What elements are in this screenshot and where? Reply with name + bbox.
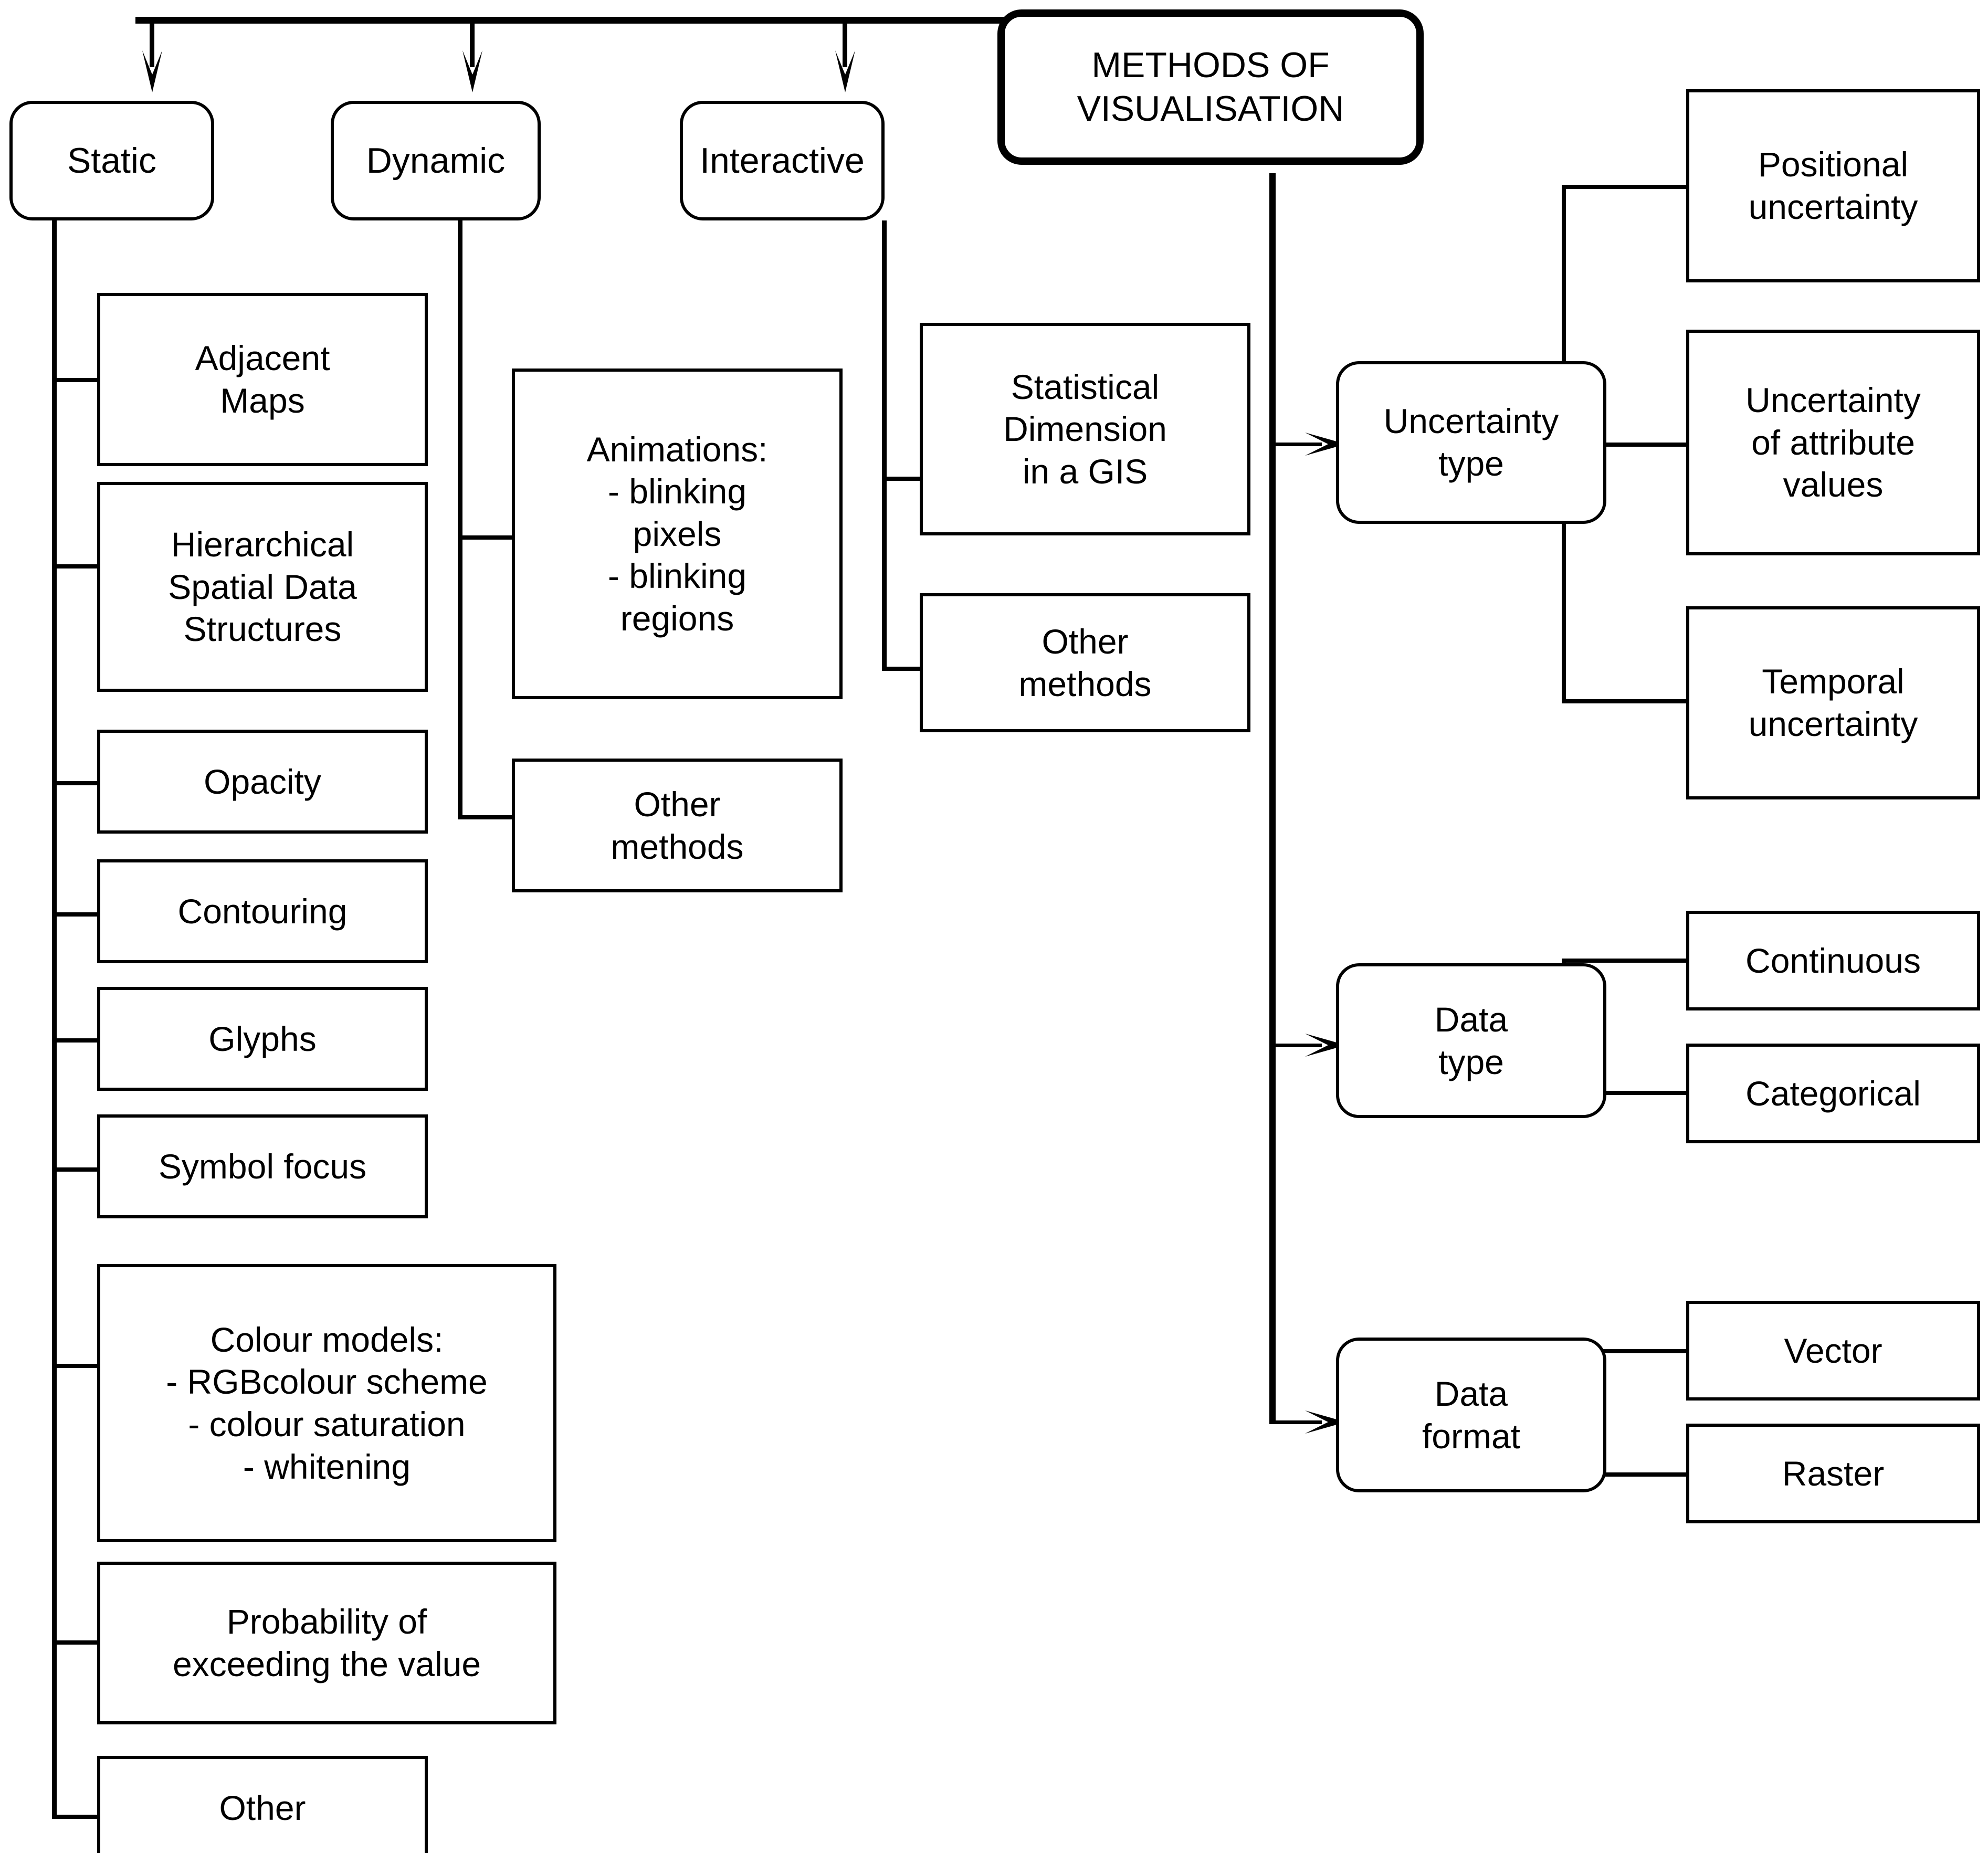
connector-static-stub-2 bbox=[52, 564, 100, 568]
node-uncertainty-type[interactable]: Uncertainty type bbox=[1336, 361, 1606, 524]
connector-static-stub-7 bbox=[52, 1364, 100, 1368]
arrowhead-dynamic bbox=[454, 46, 491, 93]
node-contouring[interactable]: Contouring bbox=[97, 859, 428, 963]
arrowhead-static bbox=[134, 46, 171, 93]
connector-interactive-stub-2 bbox=[882, 667, 933, 671]
node-adjacent-maps[interactable]: Adjacent Maps bbox=[97, 293, 428, 466]
node-interactive[interactable]: Interactive bbox=[680, 101, 885, 220]
node-static[interactable]: Static bbox=[9, 101, 214, 220]
connector-dynamic-spine bbox=[458, 220, 462, 819]
node-colour-models[interactable]: Colour models: - RGBcolour scheme - colo… bbox=[97, 1264, 556, 1542]
node-uncertainty-of-attribute-values[interactable]: Uncertainty of attribute values bbox=[1686, 330, 1980, 555]
connector-static-stub-8 bbox=[52, 1640, 100, 1645]
connector-static-spine bbox=[52, 220, 57, 1819]
node-statistical-dimension-in-a-gis[interactable]: Statistical Dimension in a GIS bbox=[920, 323, 1250, 535]
connector-static-stub-4 bbox=[52, 912, 100, 917]
connector-root-stub-datatype bbox=[1269, 1044, 1322, 1047]
node-vector[interactable]: Vector bbox=[1686, 1301, 1980, 1401]
connector-dataformat-child-2 bbox=[1562, 1472, 1690, 1477]
node-data-format[interactable]: Data format bbox=[1336, 1338, 1606, 1492]
node-opacity[interactable]: Opacity bbox=[97, 730, 428, 834]
connector-datatype-child-2 bbox=[1562, 1091, 1690, 1095]
connector-static-stub-1 bbox=[52, 378, 100, 382]
connector-dataformat-child-1 bbox=[1562, 1349, 1690, 1353]
node-glyphs[interactable]: Glyphs bbox=[97, 987, 428, 1091]
node-interactive-other-methods[interactable]: Other methods bbox=[920, 593, 1250, 732]
node-methods-of-visualisation[interactable]: METHODS OF VISUALISATION bbox=[997, 9, 1424, 165]
connector-drop-static bbox=[150, 20, 154, 67]
connector-datatype-child-1 bbox=[1562, 959, 1690, 963]
connector-static-stub-6 bbox=[52, 1167, 100, 1172]
connector-root-stub-dataformat bbox=[1269, 1420, 1322, 1424]
node-categorical[interactable]: Categorical bbox=[1686, 1044, 1980, 1143]
connector-uncertainty-child-3 bbox=[1562, 699, 1690, 703]
connector-static-stub-9 bbox=[52, 1815, 100, 1819]
connector-top-bar bbox=[135, 17, 1007, 24]
connector-root-spine bbox=[1269, 173, 1276, 1423]
node-continuous[interactable]: Continuous bbox=[1686, 911, 1980, 1010]
arrowhead-interactive bbox=[827, 46, 864, 93]
connector-static-stub-5 bbox=[52, 1038, 100, 1043]
node-dynamic-other-methods[interactable]: Other methods bbox=[512, 759, 843, 892]
connector-dynamic-stub-1 bbox=[458, 535, 516, 540]
connector-dynamic-stub-2 bbox=[458, 815, 516, 819]
node-temporal-uncertainty[interactable]: Temporal uncertainty bbox=[1686, 606, 1980, 799]
node-animations[interactable]: Animations: - blinking pixels - blinking… bbox=[512, 369, 843, 699]
connector-static-stub-3 bbox=[52, 781, 100, 785]
connector-drop-dynamic bbox=[470, 20, 475, 67]
node-symbol-focus[interactable]: Symbol focus bbox=[97, 1114, 428, 1218]
connector-uncertainty-child-1 bbox=[1562, 185, 1690, 189]
connector-interactive-spine bbox=[882, 220, 887, 671]
connector-drop-interactive bbox=[843, 20, 847, 67]
connector-root-stub-uncertainty bbox=[1269, 443, 1322, 446]
node-dynamic[interactable]: Dynamic bbox=[331, 101, 541, 220]
connector-interactive-stub-1 bbox=[882, 477, 933, 481]
node-static-other[interactable]: Other bbox=[97, 1756, 428, 1853]
node-positional-uncertainty[interactable]: Positional uncertainty bbox=[1686, 89, 1980, 282]
node-probability-of-exceeding-the-value[interactable]: Probability of exceeding the value bbox=[97, 1562, 556, 1724]
node-raster[interactable]: Raster bbox=[1686, 1424, 1980, 1523]
node-data-type[interactable]: Data type bbox=[1336, 963, 1606, 1118]
node-hierarchical-spatial-data-structures[interactable]: Hierarchical Spatial Data Structures bbox=[97, 482, 428, 692]
connector-uncertainty-child-2 bbox=[1562, 443, 1690, 447]
